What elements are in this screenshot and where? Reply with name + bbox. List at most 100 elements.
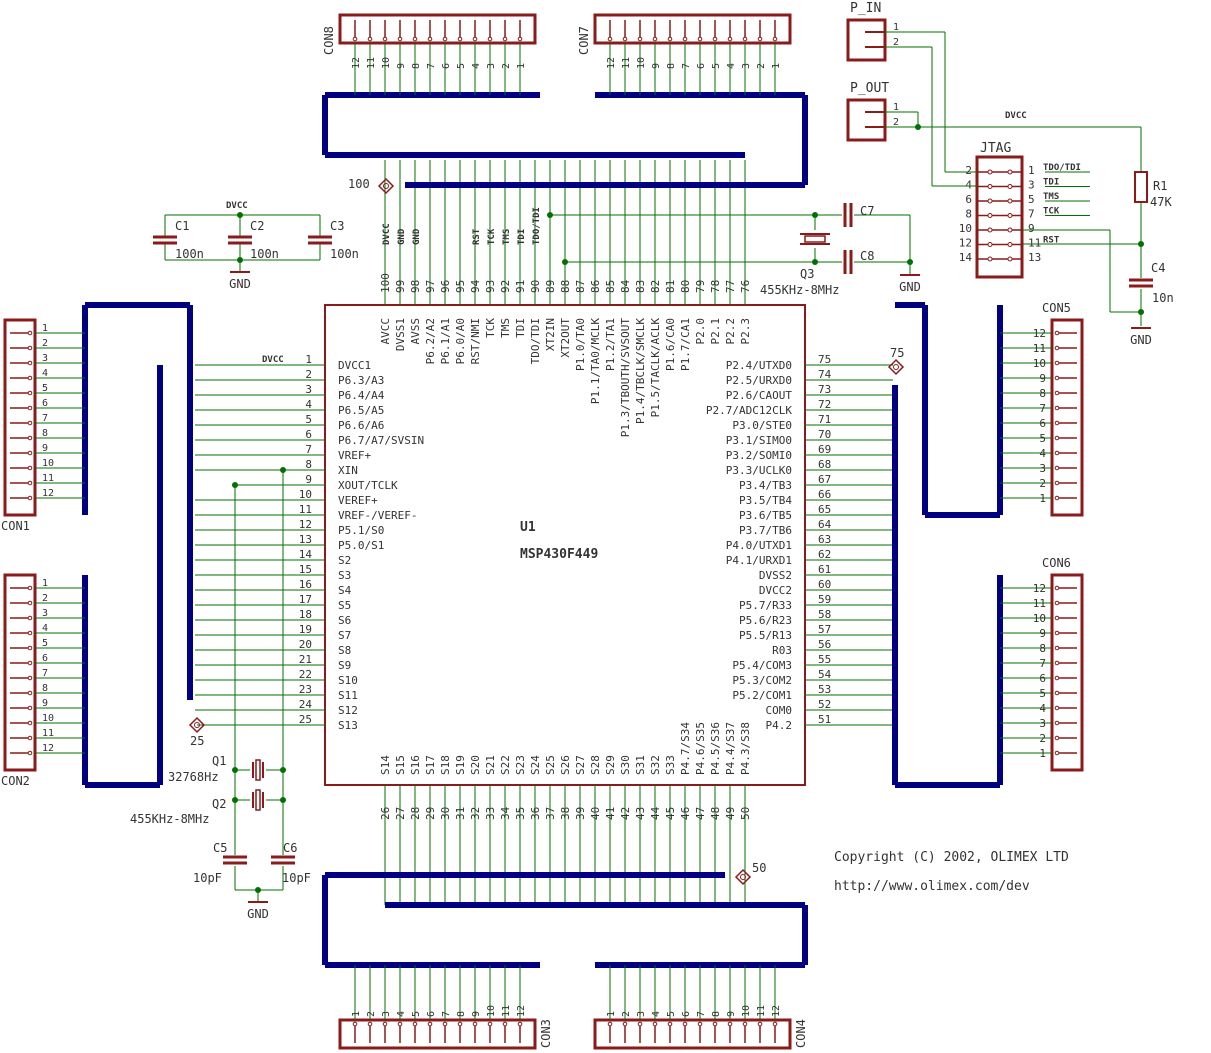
con3-pin-number: 1 xyxy=(351,1011,362,1017)
u1-pin-number: 27 xyxy=(394,807,407,820)
con1-pin-number: 9 xyxy=(42,443,48,454)
u1-pin-name: S26 xyxy=(559,755,572,775)
con5-pin-number: 11 xyxy=(1033,342,1046,355)
con2-pin-end xyxy=(27,660,33,666)
u1-pin-name: AVSS xyxy=(409,318,422,345)
u1-pin-name: COM0 xyxy=(766,704,793,717)
jtag-pin-number: 11 xyxy=(1028,237,1041,250)
marker-pin-75-hole xyxy=(893,364,899,370)
con8-pin-end xyxy=(367,36,373,42)
con7-body xyxy=(593,13,792,45)
jtag-pin-end xyxy=(1007,198,1013,204)
jtag-pin-number: 5 xyxy=(1028,193,1035,206)
u1-pin-number: 13 xyxy=(299,533,312,546)
u1-pin-name: VREF+ xyxy=(338,449,371,462)
con6-pin-number: 4 xyxy=(1039,702,1046,715)
con6-pin-end xyxy=(1054,660,1060,666)
u1-pin-number: 57 xyxy=(818,623,831,636)
con6-pin-end xyxy=(1054,675,1060,681)
con1-name: CON1 xyxy=(1,519,30,533)
junction-dot xyxy=(547,212,553,218)
u1-pin-name: S20 xyxy=(469,755,482,775)
u1-pin-name: XT2IN xyxy=(544,318,557,351)
con4-body xyxy=(593,1018,792,1050)
u1-pin-name: S32 xyxy=(649,755,662,775)
junction-dot xyxy=(562,259,568,265)
con2-pin-number: 1 xyxy=(42,578,48,589)
u1-pin-name: S6 xyxy=(338,614,351,627)
u1-pin-name: P4.5/S36 xyxy=(709,722,722,775)
con7-pin-number: 9 xyxy=(651,63,662,69)
u1-pin-number: 55 xyxy=(818,653,831,666)
con6-pin-number: 8 xyxy=(1039,642,1046,655)
u1-pin-number: 74 xyxy=(818,368,832,381)
u1-pin-name: S29 xyxy=(604,755,617,775)
con3-pin-end xyxy=(367,1021,373,1027)
con7-pin-end xyxy=(727,36,733,42)
u1-pin-name: P3.4/TB3 xyxy=(739,479,792,492)
u1-pin-name: S12 xyxy=(338,704,358,717)
u1-pin-number: 31 xyxy=(454,807,467,820)
con8-pin-number: 2 xyxy=(501,63,512,69)
u1-pin-number: 39 xyxy=(574,807,587,820)
net-label: TDI xyxy=(517,229,527,245)
u1-pin-name: P4.2 xyxy=(766,719,793,732)
con1-pin-number: 10 xyxy=(42,458,54,469)
con2-pin-end xyxy=(27,690,33,696)
con4-pin-number: 5 xyxy=(666,1011,677,1017)
con2-pin-number: 12 xyxy=(42,743,54,754)
u1-pin-number: 26 xyxy=(379,807,392,820)
con2-pin-number: 9 xyxy=(42,698,48,709)
con5-pin-end xyxy=(1054,360,1060,366)
p-out-header-pin-number: 1 xyxy=(893,102,899,113)
u1-pin-number: 42 xyxy=(619,807,632,820)
u1-pin-number: 68 xyxy=(818,458,831,471)
con5-pin-number: 1 xyxy=(1039,492,1046,505)
con5-pin-number: 4 xyxy=(1039,447,1046,460)
u1-pin-name: S11 xyxy=(338,689,358,702)
u1-pin-name: P1.1/TA0/MCLK xyxy=(589,318,602,404)
con4-pin-end xyxy=(682,1021,688,1027)
u1-pin-number: 11 xyxy=(299,503,312,516)
jtag-pin-number: 2 xyxy=(965,164,972,177)
jtag-pin-end xyxy=(1007,256,1013,262)
con1-pin-end xyxy=(27,375,33,381)
marker-25-label: 25 xyxy=(190,734,204,748)
u1-pin-name: TMS xyxy=(499,318,512,338)
u1-pin-number: 76 xyxy=(739,280,752,293)
con2-pin-end xyxy=(27,585,33,591)
con3-pin-number: 8 xyxy=(456,1011,467,1017)
u1-pin-name: XIN xyxy=(338,464,358,477)
con8-pin-end xyxy=(472,36,478,42)
u1-pin-name: S24 xyxy=(529,755,542,775)
con4-pin-end xyxy=(757,1021,763,1027)
con4-pin-end xyxy=(772,1021,778,1027)
net-label-dvcc: DVCC xyxy=(262,355,284,365)
con8-pin-end xyxy=(457,36,463,42)
u1-pin-number: 96 xyxy=(439,280,452,293)
con8-pin-end xyxy=(487,36,493,42)
u1-pin-name: S14 xyxy=(379,755,392,775)
con6-pin-number: 9 xyxy=(1039,627,1046,640)
con5-pin-end xyxy=(1054,465,1060,471)
jtag-pin-end xyxy=(987,198,993,204)
con5-pin-end xyxy=(1054,375,1060,381)
con5-pin-end xyxy=(1054,345,1060,351)
con3-body xyxy=(338,1018,537,1050)
con5-pin-number: 6 xyxy=(1039,417,1046,430)
u1-pin-number: 50 xyxy=(739,807,752,820)
u1-pin-name: RST/NMI xyxy=(469,318,482,364)
con3-pin-number: 9 xyxy=(471,1011,482,1017)
con7-pin-number: 2 xyxy=(756,63,767,69)
u1-pin-number: 72 xyxy=(818,398,831,411)
jtag-pin-end xyxy=(1007,169,1013,175)
con7-pin-end xyxy=(682,36,688,42)
con7-pin-number: 12 xyxy=(606,57,617,69)
marker-pin-25 xyxy=(188,716,206,734)
u1-pin-name: P3.5/TB4 xyxy=(739,494,792,507)
con7-pin-number: 6 xyxy=(696,63,707,69)
cap-c4-value: 10n xyxy=(1152,291,1174,305)
u1-pin-number: 58 xyxy=(818,608,831,621)
p-out-header-body xyxy=(846,98,887,142)
con1-pin-end xyxy=(27,345,33,351)
